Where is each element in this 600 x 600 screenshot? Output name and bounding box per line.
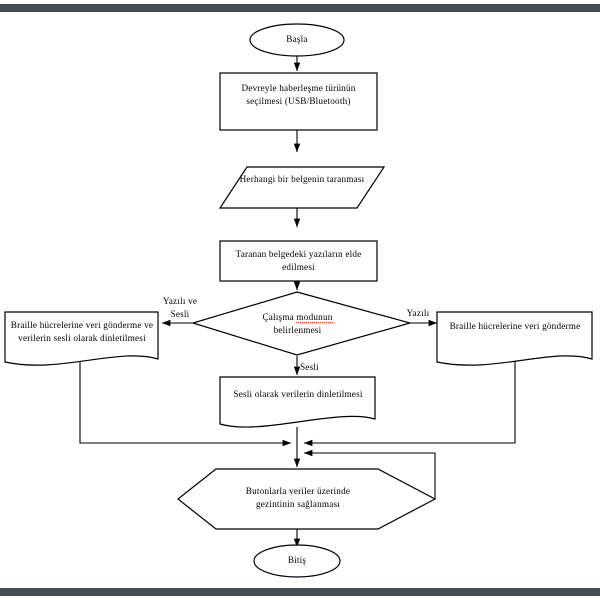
edge-label-written-and-audio-line2: Sesli: [170, 308, 190, 319]
edge-label-audio: Sesli: [300, 362, 319, 372]
edge-label-written: Yazılı: [406, 308, 430, 318]
node-end-shape: [253, 544, 341, 578]
flowchart-shapes-layer: [4, 23, 593, 578]
node-select-comm-shape: [219, 72, 378, 131]
node-braille-only-shape: [436, 311, 593, 366]
edge-label-written-and-audio: Yazılı ve Sesli: [152, 295, 208, 321]
node-navigate-shape: [177, 468, 437, 530]
top-frame-bar: [0, 4, 600, 12]
node-braille-audio-shape: [4, 311, 159, 366]
node-start-shape: [249, 23, 345, 57]
connector-group: [79, 56, 516, 548]
edge-label-written-and-audio-line1: Yazılı ve: [162, 296, 198, 306]
node-mode-decision-shape: [190, 291, 413, 356]
edge-braille-only-to-merge: [303, 359, 516, 447]
node-scan-doc-shape: [218, 166, 386, 209]
flowchart-canvas: Başla Devreyle haberleşme türünün seçilm…: [0, 12, 600, 588]
node-get-text-shape: [219, 240, 378, 282]
edge-braille-audio-to-merge: [79, 359, 292, 447]
bottom-frame-bar: [0, 588, 600, 596]
node-audio-only-shape: [219, 376, 376, 428]
edge-navigate-loopback: [303, 449, 436, 499]
